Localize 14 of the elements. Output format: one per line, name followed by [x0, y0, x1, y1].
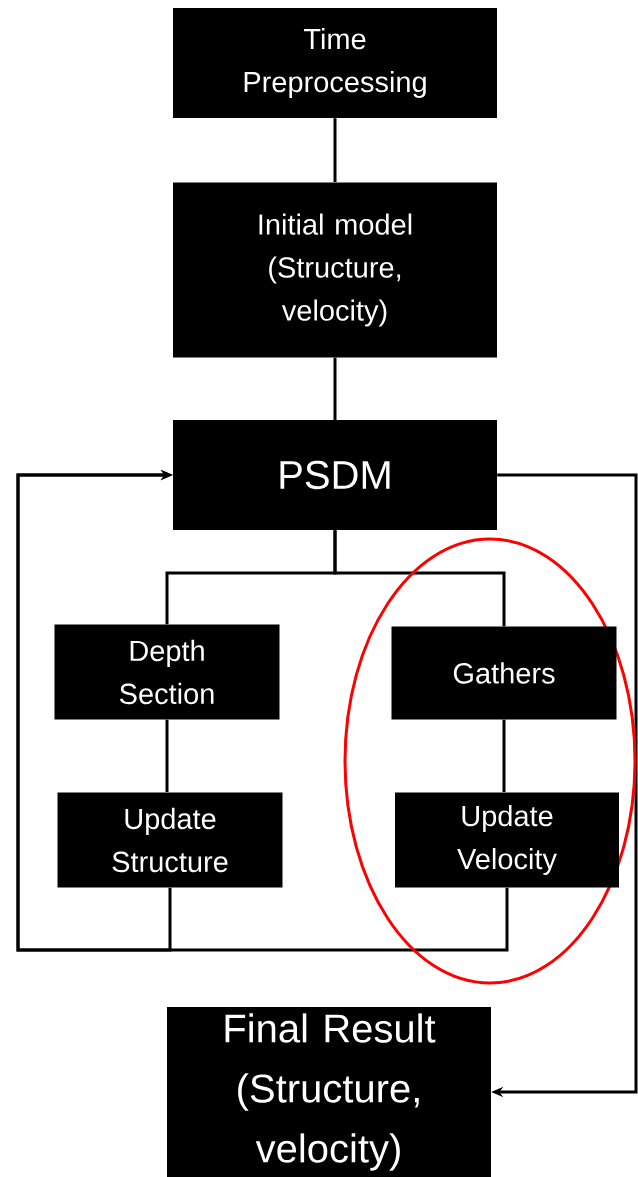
process-box: Update Velocity — [395, 792, 619, 888]
connector — [333, 530, 506, 627]
connector — [333, 118, 337, 182]
connector — [502, 719, 506, 792]
process-box: Final Result (Structure, velocity) — [167, 1007, 491, 1177]
process-box: Depth Section — [54, 624, 280, 720]
process-box: PSDM — [173, 420, 497, 530]
connector — [16, 469, 509, 952]
process-box: Initial model (Structure, velocity) — [173, 182, 497, 358]
process-box: Time Preprocessing — [173, 8, 497, 118]
connector — [333, 357, 337, 420]
connector — [165, 719, 169, 792]
process-box: Update Structure — [57, 792, 283, 888]
process-box: Gathers — [391, 626, 617, 720]
